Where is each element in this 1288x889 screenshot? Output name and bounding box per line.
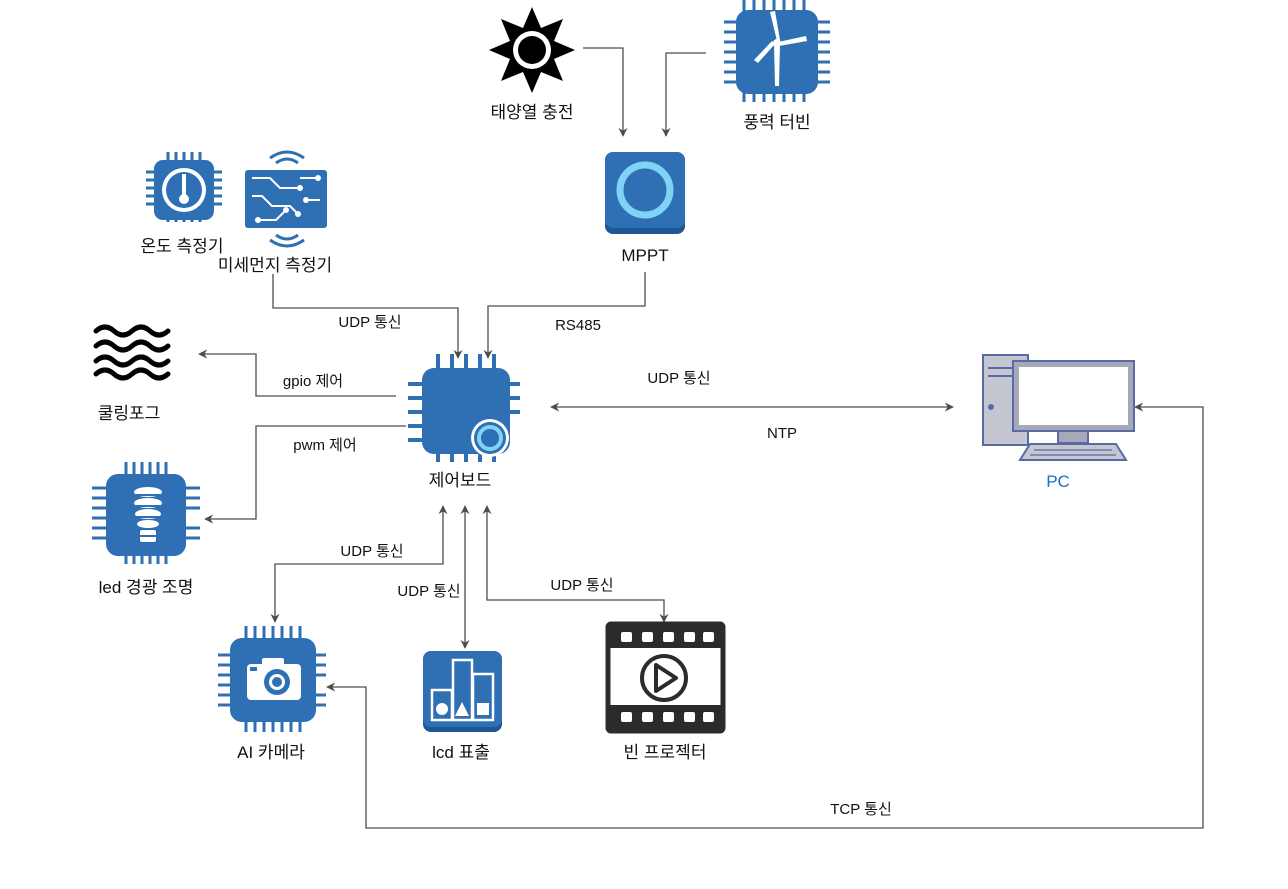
wind-turbine-chip-icon [724,0,830,102]
lcd-chart-icon [423,651,502,732]
sensors-udp-label: UDP 통신 [338,314,402,331]
circuit-sensor-icon [245,150,327,248]
fog-waves-icon [93,324,171,381]
temperature-sensor-label: 온도 측정기 [140,237,224,256]
gpio-control-label: gpio 제어 [282,373,344,390]
tcp-label: TCP 통신 [830,801,892,818]
desktop-computer-icon [982,354,1135,461]
dust-sensor-label: 미세먼지 측정기 [217,256,333,275]
lcd-udp-label: UDP 통신 [397,583,461,600]
video-film-icon [605,621,726,734]
projector-udp-label: UDP 통신 [550,577,614,594]
camera-chip-icon [218,626,326,732]
rs485-label: RS485 [555,317,601,334]
edge-solar-to-mppt [583,47,628,137]
edge-sensors-to-board [272,274,463,359]
thermometer-chip-icon [146,152,222,222]
camera-udp-label: UDP 통신 [340,543,404,560]
mppt-label: MPPT [621,246,669,265]
edge-board-projector [482,505,669,623]
wind-turbine-label: 풍력 터빈 [743,113,811,132]
edge-pc-camera-tcp [326,402,1204,829]
pc-udp-label: UDP 통신 [647,370,711,387]
pc-label: PC [1046,472,1070,491]
bulb-chip-icon [92,462,200,564]
control-board-chip-icon [408,354,520,462]
projector-label: 빈 프로젝터 [623,743,707,762]
edge-board-camera [270,505,448,623]
control-board-label: 제어보드 [428,471,492,490]
solar-label: 태양열 충전 [490,103,574,122]
mppt-module-icon [605,152,685,234]
sun-icon [489,7,575,93]
edge-board-to-fog [198,349,396,397]
ai-camera-label: AI 카메라 [237,743,305,762]
edge-mppt-to-board [483,272,646,359]
pwm-control-label: pwm 제어 [293,437,357,454]
ntp-label: NTP [767,425,797,442]
lcd-display-label: lcd 표출 [432,743,490,762]
edge-wind-to-mppt [661,52,706,137]
cooling-fog-label: 쿨링포그 [97,404,161,423]
led-light-label: led 경광 조명 [98,578,194,597]
